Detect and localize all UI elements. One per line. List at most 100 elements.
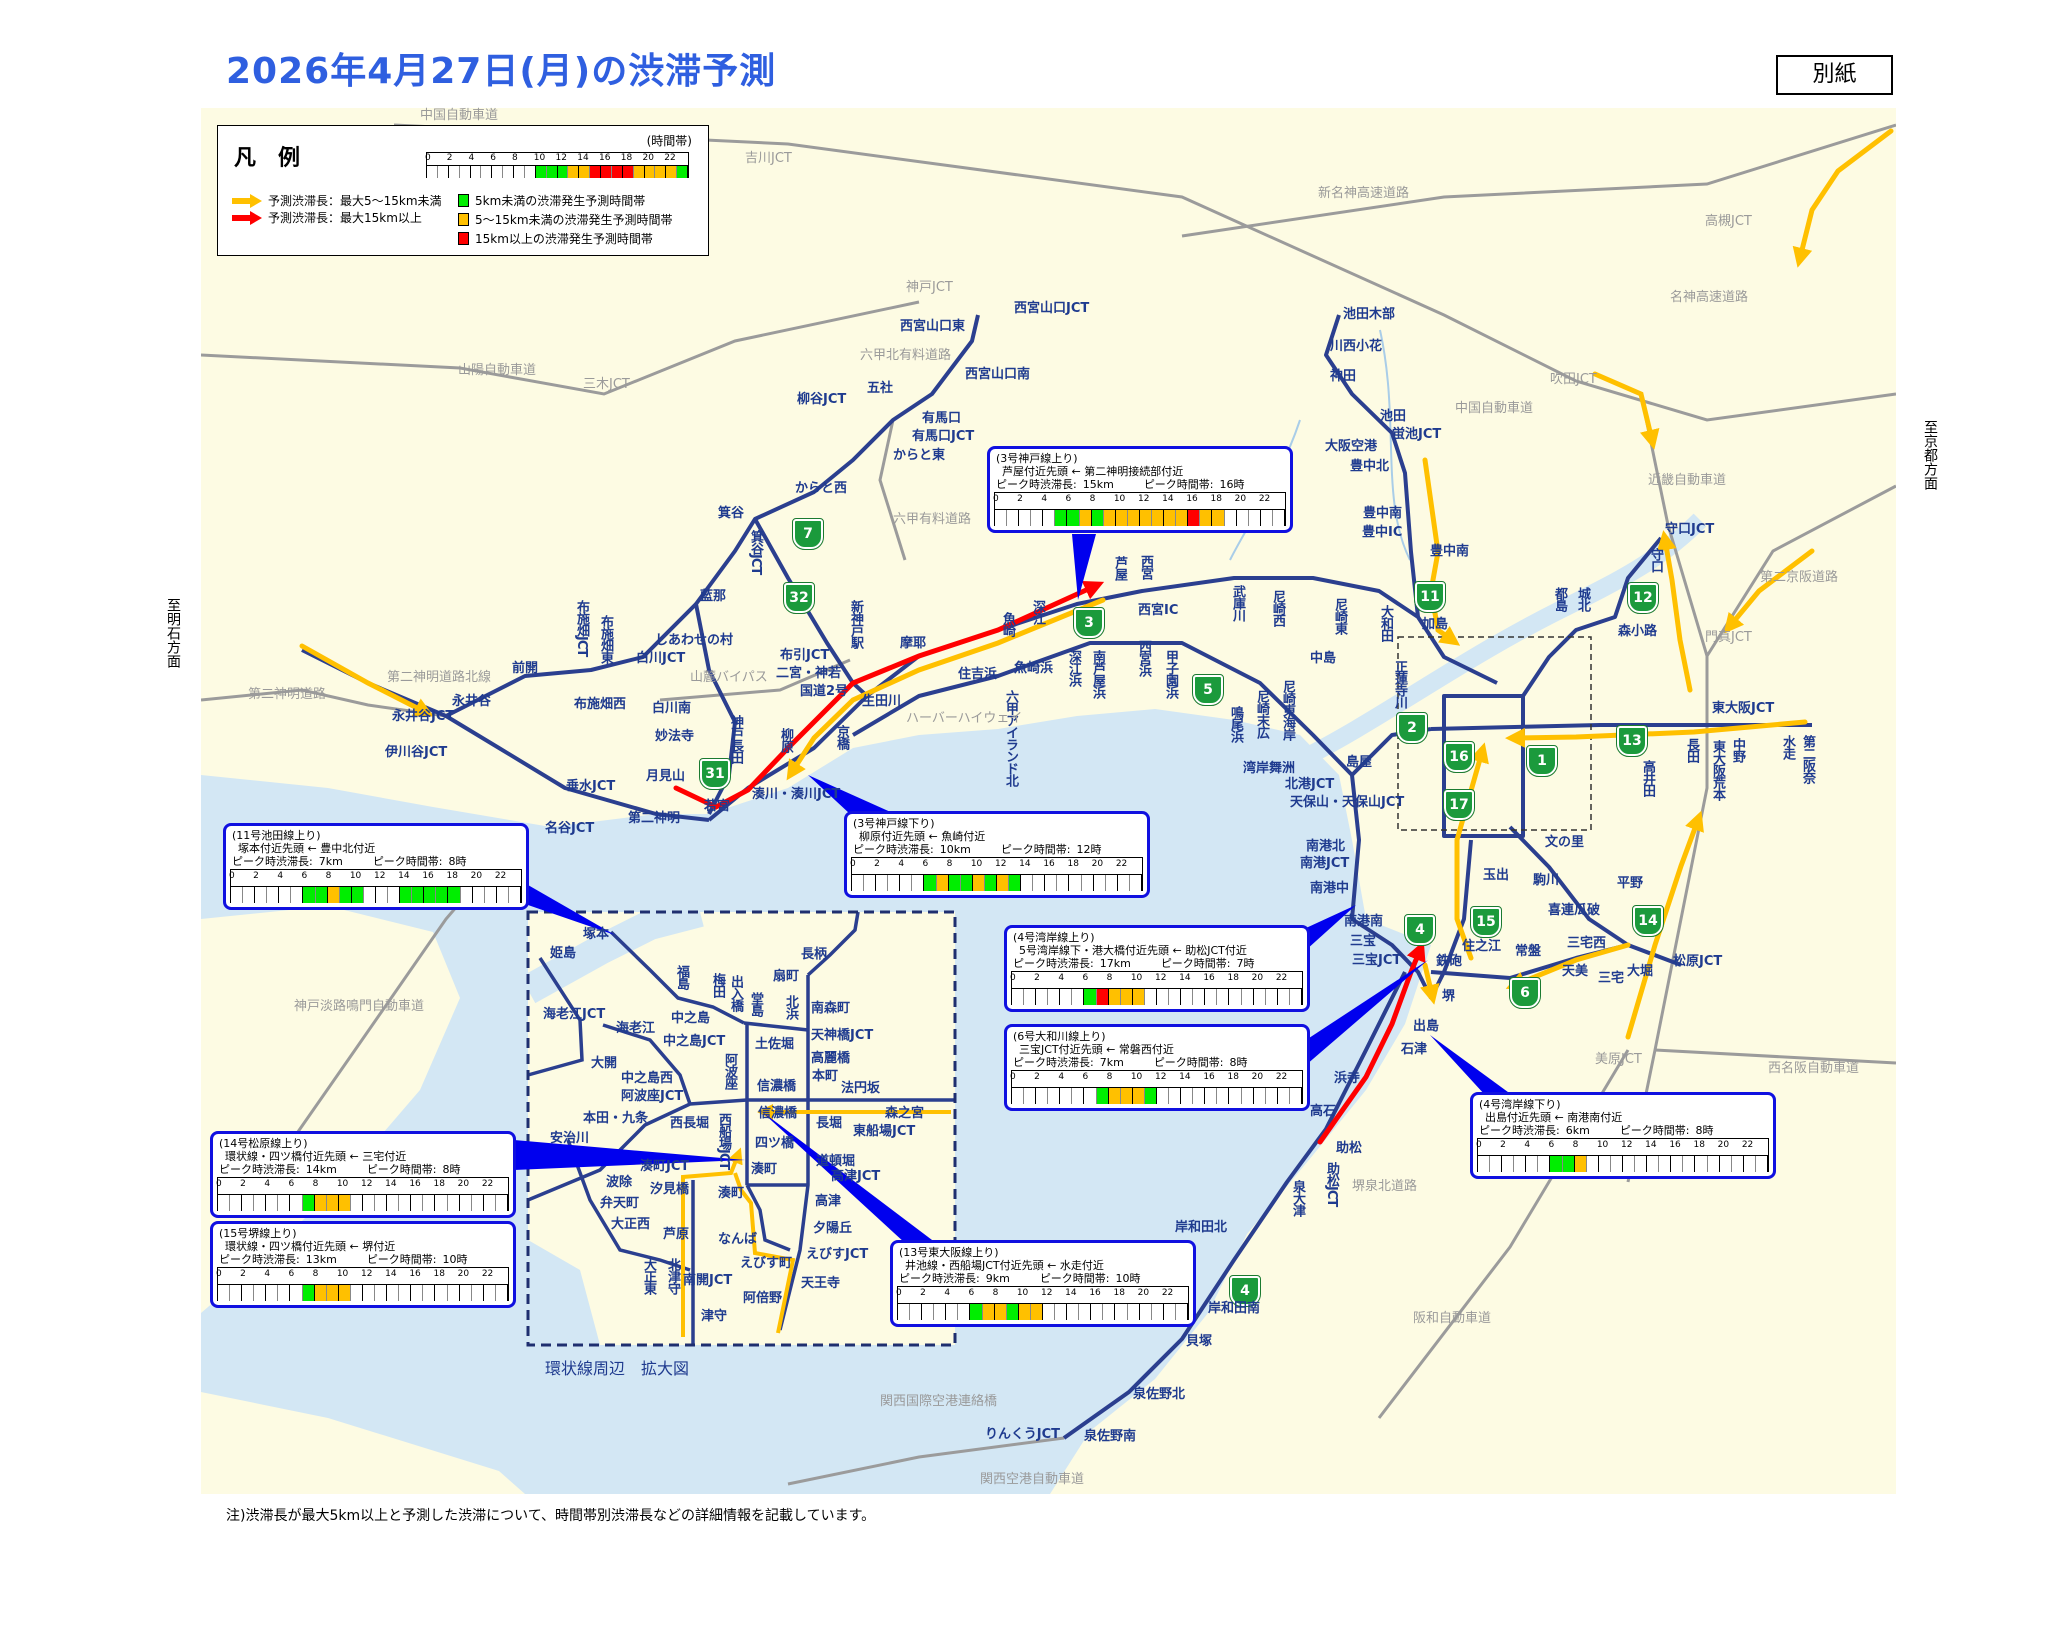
station-label: 高井田	[1640, 760, 1655, 796]
inset-route-osaka-port	[566, 1139, 691, 1272]
hour-cell-0	[1478, 1156, 1491, 1172]
hour-cell-4	[1060, 989, 1073, 1005]
hour-cell-23	[1175, 1304, 1188, 1320]
hour-tick-label: 12	[374, 871, 386, 881]
peak-length-label: ピーク時渋滞長:	[219, 1163, 300, 1176]
hour-cell-9	[524, 166, 536, 178]
route-shield-icon: 4	[1229, 1275, 1261, 1307]
hour-cells	[427, 166, 688, 178]
hour-cell-18	[1115, 1304, 1128, 1320]
station-label: からと西	[795, 481, 848, 496]
station-label: 常盤	[1515, 944, 1542, 959]
hour-cell-7	[302, 1195, 315, 1211]
hour-cell-0	[898, 1304, 911, 1320]
hour-cell-20	[1719, 1156, 1732, 1172]
station-label: 魚崎浜	[1014, 661, 1054, 676]
hour-cell-19	[633, 166, 645, 178]
inset-route-12	[806, 911, 860, 977]
hour-tick-label: 12	[1041, 1288, 1053, 1298]
station-label: 加島	[1422, 617, 1449, 632]
hour-tick-label: 0	[1010, 1072, 1016, 1082]
hour-cell-17	[1200, 510, 1213, 526]
hour-cell-16	[424, 887, 437, 903]
inset-station-label: 中之島JCT	[663, 1034, 726, 1049]
kansai-airport-bridge	[787, 1436, 1065, 1486]
hour-cell-4	[1043, 510, 1056, 526]
congestion-orange-route3-down	[786, 597, 1106, 781]
station-label: 守口	[1648, 548, 1663, 572]
hour-tick-label: 2	[874, 859, 880, 869]
hour-tick-label: 14	[1162, 494, 1174, 504]
page-title: 2026年4月27日(月)の渋滞予測	[226, 51, 777, 92]
peak-time-value: 8時	[448, 855, 467, 868]
hour-cell-7	[302, 1285, 315, 1301]
expressway-label: 山麓バイパス	[690, 670, 768, 685]
expressway-label: 第二京阪道路	[1760, 570, 1839, 585]
hour-tick-label: 8	[1089, 494, 1096, 504]
hour-cell-6	[1550, 1156, 1563, 1172]
station-label: 甲子園浜	[1163, 650, 1178, 698]
hour-cell-5	[1055, 510, 1068, 526]
legend-red-arrow-label: 予測渋滞長：最大15km以上	[268, 211, 422, 225]
hour-tick-label: 4	[468, 153, 475, 163]
legend-orange-arrow-row: 予測渋滞長：最大5～15km未満	[232, 192, 442, 209]
route-14-matsubara	[1508, 825, 1682, 967]
station-label: 蛍池JCT	[1392, 427, 1442, 442]
legend-red-arrow-row: 予測渋滞長：最大15km以上	[232, 209, 422, 226]
callout-section: 井池線・西船場JCT付近先頭 ← 水走付近	[905, 1259, 1104, 1272]
station-label: 前開	[512, 661, 539, 676]
expressway-label: 吹田JCT	[1550, 372, 1597, 387]
inset-station-label: 天神橋JCT	[811, 1028, 874, 1043]
route-shield-icon: 5	[1192, 674, 1224, 706]
hour-cell-23	[1272, 510, 1285, 526]
legend-orange-row: 5～15km未満の渋滞発生予測時間帯	[458, 211, 673, 228]
hour-cells	[218, 1285, 508, 1301]
station-label: 文の里	[1545, 835, 1585, 850]
rokko-toll-road	[878, 419, 907, 561]
hour-cell-8	[994, 1304, 1007, 1320]
station-label: 神戸長田	[728, 715, 743, 763]
inset-station-label: 東船場JCT	[853, 1124, 916, 1139]
pointer-route4-down	[1430, 1035, 1512, 1095]
callout-section: 三宝JCT付近先頭 ← 常磐西付近	[1019, 1043, 1174, 1056]
hour-cell-22	[1277, 1088, 1290, 1104]
hour-cell-4	[1526, 1156, 1539, 1172]
route-13-higashiosaka	[1430, 723, 1812, 731]
station-label: 柳谷JCT	[797, 392, 847, 407]
hour-cells	[1012, 1088, 1302, 1104]
hour-cell-10	[1132, 989, 1145, 1005]
inset-background	[528, 912, 955, 1345]
station-label: 垂水JCT	[566, 779, 616, 794]
hour-cell-10	[1132, 1088, 1145, 1104]
expressway-label: 新名神高速道路	[1318, 186, 1410, 201]
station-label: 岸和田南	[1208, 1301, 1261, 1316]
red-swatch	[458, 232, 469, 245]
hour-cell-16	[1045, 875, 1058, 891]
congestion-orange-shin-meishin	[1792, 128, 1894, 268]
hour-tick-label: 18	[620, 153, 633, 163]
hour-cell-2	[242, 1285, 255, 1301]
peak-length-label: ピーク時渋滞長:	[996, 478, 1077, 491]
callout-section: 塚本付近先頭 ← 豊中北付近	[238, 842, 376, 855]
inset-station-label: 西長堀	[670, 1116, 710, 1131]
hour-tick-label: 16	[409, 1179, 421, 1189]
inset-station-label: 阿倍野	[743, 1291, 783, 1306]
hour-cell-10	[338, 1285, 351, 1301]
hour-cell-12	[996, 875, 1010, 891]
callout-route: (14号松原線上り)	[219, 1137, 308, 1150]
hour-cell-1	[1024, 989, 1037, 1005]
callout-route: (6号大和川線上り)	[1013, 1030, 1106, 1043]
inset-port-water	[528, 1240, 600, 1345]
direction-kyoto: 至京都方面	[1922, 420, 1938, 490]
congestion-callout: (4号湾岸線上り)5号湾岸線下・港大橋付近先頭 ← 助松JCT付近ピーク時渋滞長…	[1004, 925, 1310, 1012]
congestion-orange-route6	[1505, 942, 1631, 991]
station-label: 西宮山口JCT	[1014, 301, 1090, 316]
hour-tick-label: 0	[425, 153, 431, 163]
station-label: 芦屋	[1112, 556, 1127, 580]
congestion-orange-kinki-up	[1656, 530, 1693, 693]
